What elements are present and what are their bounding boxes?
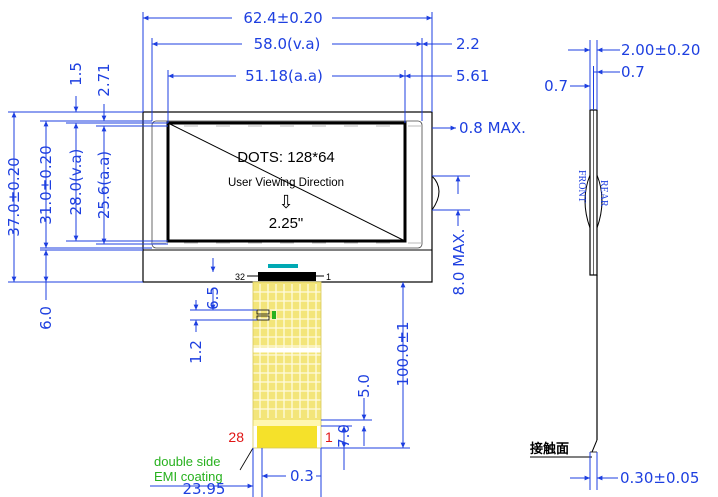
contact-face-label: 接触面 — [530, 441, 569, 457]
fpc-cable — [252, 281, 322, 449]
dim-fpc-length: 100.0±1 — [394, 321, 412, 386]
pin-28-label: 28 — [228, 429, 244, 445]
side-bump — [431, 175, 440, 211]
pin-1-top-label: 1 — [326, 272, 331, 282]
dim-bezel-max: 0.8 MAX. — [459, 119, 526, 137]
dim-aa-width: 51.18(a.a) — [245, 67, 323, 85]
side-dimension-lines — [568, 40, 620, 490]
dim-overall-width: 62.4±0.20 — [243, 9, 322, 27]
viewing-direction-label: User Viewing Direction — [228, 177, 344, 189]
dim-aa-height: 25.6(a.a) — [95, 151, 113, 219]
dim-fpc-gap: 1.2 — [187, 340, 205, 364]
dim-overall-height: 37.0±0.20 — [5, 157, 23, 236]
active-area-frame — [166, 121, 407, 243]
dim-top-aa: 2.71 — [95, 63, 113, 96]
dim-glass-bottom: 0.7 — [544, 77, 568, 95]
connector-tab — [268, 264, 298, 268]
stiffener-marker — [256, 309, 276, 321]
dim-fpc-pitch: 0.3 — [290, 467, 314, 485]
dim-va-width: 58.0(v.a) — [254, 35, 321, 53]
dim-bottom-ledge: 6.0 — [37, 306, 55, 330]
dim-aa-offset: 5.61 — [456, 67, 489, 85]
double-side-note: double side — [154, 454, 221, 469]
dots-label: DOTS: 128*64 — [237, 149, 335, 166]
connector-pins — [258, 272, 316, 281]
dim-glass-top: 0.7 — [621, 63, 645, 81]
dim-fpc-width: 23.95 — [183, 480, 226, 497]
dim-fpc-thickness: 0.30±0.05 — [620, 469, 699, 487]
front-label: FRONT — [576, 170, 587, 203]
dim-top-va: 1.5 — [67, 62, 85, 86]
pin-1-bottom-label: 1 — [325, 429, 333, 445]
fpc-contact-area — [257, 426, 317, 448]
side-view — [584, 109, 603, 453]
pin-32-label: 32 — [235, 272, 245, 282]
dim-ic-max: 8.0 MAX. — [450, 229, 468, 296]
viewing-arrow-icon: ⇩ — [278, 192, 293, 212]
dim-thickness: 2.00±0.20 — [621, 41, 700, 59]
dim-va-height: 28.0(v.a) — [67, 149, 85, 216]
active-area-diagonal — [167, 122, 406, 242]
note-leader — [239, 447, 254, 471]
dim-contact-length: 7.0 — [335, 424, 353, 448]
dim-stiffener: 5.0 — [355, 374, 373, 398]
dim-outline-height: 31.0±0.20 — [37, 145, 55, 224]
emi-coating-note: EMI coating — [154, 469, 223, 484]
dim-va-offset: 2.2 — [456, 35, 480, 53]
screen-size-label: 2.25" — [269, 215, 304, 232]
dim-fpc-offset: 6.5 — [204, 286, 222, 310]
dimension-lines — [8, 12, 470, 497]
rear-label: REAR — [598, 180, 609, 207]
